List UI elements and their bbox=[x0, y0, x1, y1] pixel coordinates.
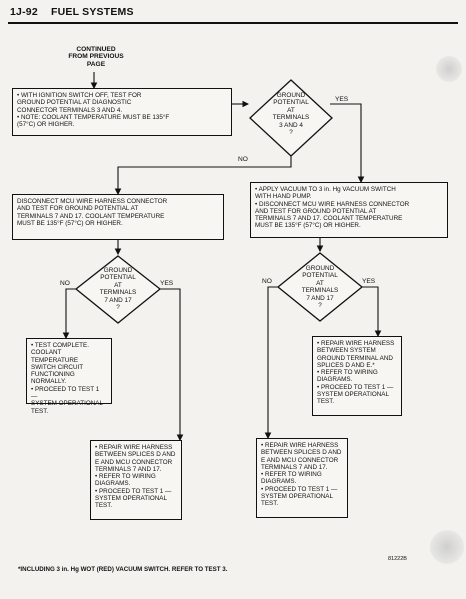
decision1-yes-label: YES bbox=[335, 96, 349, 103]
decision-right-diamond bbox=[276, 252, 364, 322]
connector-right-no bbox=[264, 286, 280, 440]
box-disconnect-mcu-left: DISCONNECT MCU WIRE HARNESS CONNECTOR AN… bbox=[12, 194, 224, 240]
box-test-complete: • TEST COMPLETE. COOLANT TEMPERATURE SWI… bbox=[26, 338, 112, 415]
decision-right-yes-label: YES bbox=[362, 278, 376, 285]
footnote: *INCLUDING 3 in. Hg WOT (RED) VACUUM SWI… bbox=[18, 566, 228, 573]
box-initial-test: • WITH IGNITION SWITCH OFF, TEST FOR GRO… bbox=[12, 88, 232, 136]
connector-decision1-no bbox=[114, 147, 292, 196]
connector-decision1-yes bbox=[330, 103, 365, 184]
page-smudge bbox=[436, 56, 462, 82]
decision-left-yes-label: YES bbox=[160, 280, 174, 287]
page-smudge bbox=[430, 530, 464, 564]
box-repair-splices-left: • REPAIR WIRE HARNESS BETWEEN SPLICES D … bbox=[90, 440, 182, 520]
decision1-text: GROUND POTENTIAL AT TERMINALS 3 AND 4 ? bbox=[272, 92, 310, 137]
decision-left-text: GROUND POTENTIAL AT TERMINALS 7 AND 17 ? bbox=[99, 267, 137, 312]
box-apply-vacuum-right: • APPLY VACUUM TO 3 in. Hg VACUUM SWITCH… bbox=[250, 182, 448, 238]
header-rule bbox=[8, 22, 458, 24]
decision-left-diamond bbox=[74, 255, 162, 324]
section-title: FUEL SYSTEMS bbox=[50, 6, 134, 18]
connector-left-yes bbox=[158, 288, 184, 442]
page-number: 1J-92 bbox=[10, 6, 38, 18]
connector-left-no bbox=[62, 288, 78, 340]
decision-left-no-label: NO bbox=[60, 280, 70, 287]
figure-number: 81222B bbox=[388, 556, 407, 562]
decision-right-text: GROUND POTENTIAL AT TERMINALS 7 AND 17 ? bbox=[301, 265, 339, 310]
decision1-diamond bbox=[249, 79, 333, 157]
page-header: 1J-92 FUEL SYSTEMS bbox=[10, 6, 134, 18]
box-repair-system-ground: • REPAIR WIRE HARNESS BETWEEN SYSTEM GRO… bbox=[312, 336, 402, 416]
decision-right-no-label: NO bbox=[262, 278, 272, 285]
decision1-no-label: NO bbox=[238, 156, 248, 163]
box-repair-splices-right: • REPAIR WIRE HARNESS BETWEEN SPLICES D … bbox=[256, 438, 348, 518]
connector-right-yes bbox=[360, 286, 382, 338]
start-label: CONTINUED FROM PREVIOUS PAGE bbox=[68, 46, 124, 68]
